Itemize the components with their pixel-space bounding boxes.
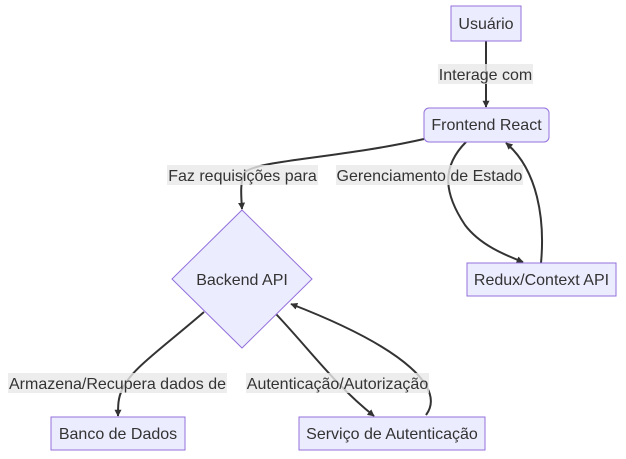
node-usuario-label: Usuário	[458, 16, 513, 33]
node-redux-label: Redux/Context API	[474, 272, 609, 289]
node-auth[interactable]: Serviço de Autenticação	[298, 416, 486, 451]
edge-redux-frontend	[505, 142, 544, 264]
node-usuario[interactable]: Usuário	[450, 5, 522, 42]
node-banco-label: Banco de Dados	[59, 426, 177, 443]
edges	[114, 41, 544, 417]
node-backend-label: Backend API	[196, 272, 288, 289]
edge-backend-banco	[114, 311, 205, 417]
node-frontend[interactable]: Frontend React	[423, 107, 550, 143]
edge-label-faz-requisicoes: Faz requisições para	[168, 168, 317, 185]
edge-label-interage: Interage com	[439, 67, 532, 84]
edge-labels: Interage com Faz requisições para Gerenc…	[8, 64, 533, 393]
edge-label-gerenciamento: Gerenciamento de Estado	[337, 168, 523, 185]
edge-label-armazena: Armazena/Recupera dados de	[9, 376, 226, 393]
edge-frontend-redux	[447, 141, 524, 263]
node-backend[interactable]: Backend API	[171, 209, 313, 349]
edge-label-autenticacao: Autenticação/Autorização	[247, 376, 429, 393]
node-redux[interactable]: Redux/Context API	[466, 262, 617, 297]
node-banco[interactable]: Banco de Dados	[50, 416, 186, 451]
edge-auth-backend	[290, 303, 432, 416]
node-frontend-label: Frontend React	[431, 117, 542, 134]
node-auth-label: Serviço de Autenticação	[306, 426, 478, 443]
edge-backend-auth	[275, 313, 375, 417]
